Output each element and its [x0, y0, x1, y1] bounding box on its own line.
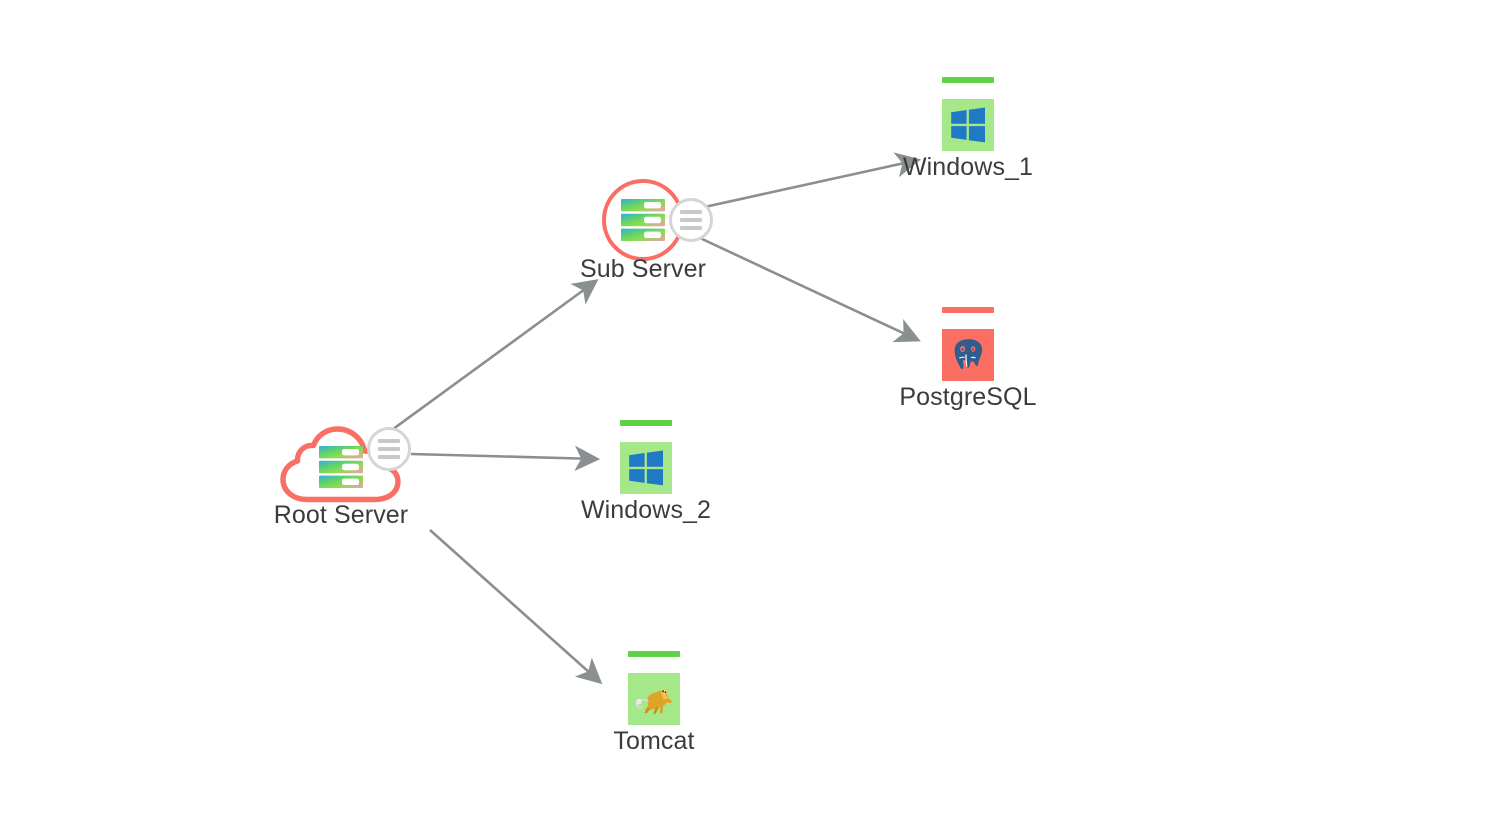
status-bar: [942, 77, 994, 83]
status-bar: [628, 651, 680, 657]
tile-background: [620, 442, 672, 494]
node-label-root-server: Root Server: [273, 501, 409, 529]
host-tile[interactable]: [942, 307, 994, 381]
menu-bar-3: [378, 455, 400, 459]
menu-bar-2: [680, 218, 702, 222]
windows-icon: [629, 450, 663, 486]
windows-icon: [951, 107, 985, 143]
status-bar: [620, 420, 672, 426]
host-tile[interactable]: [628, 651, 680, 725]
host-tile[interactable]: [942, 77, 994, 151]
edge-root-to-tomcat[interactable]: [429, 529, 603, 685]
tile-background: [942, 329, 994, 381]
edge-sub-to-postgres[interactable]: [699, 236, 921, 343]
node-menu-icon[interactable]: [367, 427, 411, 471]
menu-bar-1: [378, 439, 400, 443]
menu-bar-2: [378, 447, 400, 451]
tomcat-icon: [635, 685, 672, 714]
node-label-tomcat: Tomcat: [613, 727, 695, 755]
postgresql-icon: [954, 339, 983, 369]
server-rack-icon: [319, 446, 363, 488]
server-rack-icon: [621, 199, 665, 241]
host-tile[interactable]: [620, 420, 672, 494]
node-label-windows-2: Windows_2: [580, 496, 712, 524]
edge-root-to-sub[interactable]: [373, 279, 599, 445]
status-bar: [942, 307, 994, 313]
menu-bar-3: [680, 226, 702, 230]
edge-sub-to-windows1[interactable]: [699, 152, 922, 210]
menu-bar-1: [680, 210, 702, 214]
node-label-windows-1: Windows_1: [902, 153, 1034, 181]
node-label-sub-server: Sub Server: [579, 255, 707, 283]
edge-root-to-windows2[interactable]: [410, 445, 601, 472]
node-menu-icon[interactable]: [669, 198, 713, 242]
tile-background: [628, 673, 680, 725]
node-label-postgresql: PostgreSQL: [899, 383, 1037, 411]
tile-background: [942, 99, 994, 151]
